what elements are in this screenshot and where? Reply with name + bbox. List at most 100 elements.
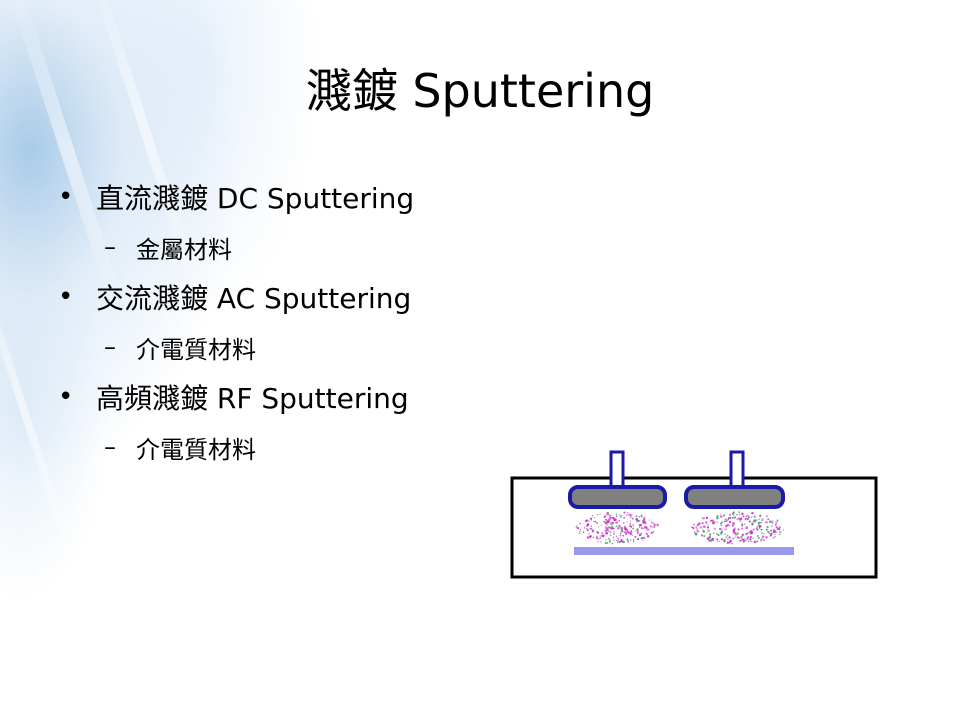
- particle: [740, 539, 742, 542]
- particle: [604, 518, 607, 521]
- particle: [761, 531, 764, 535]
- particle: [722, 514, 726, 517]
- particle: [629, 539, 632, 541]
- particle: [599, 537, 602, 539]
- particle: [621, 528, 623, 530]
- particle: [745, 532, 748, 536]
- particle: [622, 540, 625, 544]
- particle: [731, 542, 733, 545]
- particle: [629, 520, 632, 522]
- particle: [579, 528, 582, 531]
- particle: [619, 514, 621, 516]
- particle: [701, 522, 704, 525]
- particle: [750, 529, 753, 533]
- particle: [726, 519, 728, 521]
- particle: [767, 518, 770, 521]
- particle: [750, 540, 752, 543]
- particle: [618, 541, 621, 543]
- particle: [761, 538, 763, 540]
- particle: [586, 523, 590, 527]
- particle: [615, 526, 617, 528]
- sub-bullet-marker: –: [104, 333, 116, 361]
- particle: [609, 531, 612, 534]
- particle: [769, 534, 772, 537]
- particle: [719, 514, 722, 516]
- particle: [717, 540, 719, 543]
- particle: [756, 540, 759, 543]
- particle: [632, 538, 635, 541]
- particle: [724, 520, 726, 523]
- particle: [607, 537, 610, 540]
- particle: [733, 516, 736, 519]
- particle: [731, 525, 734, 527]
- particle: [629, 524, 632, 527]
- particle: [713, 521, 716, 524]
- particle: [626, 521, 628, 523]
- particle: [619, 516, 622, 518]
- particle: [753, 515, 756, 519]
- particle: [742, 540, 745, 543]
- bullet-list: • 直流濺鍍 DC Sputtering – 金屬材料 • 交流濺鍍 AC Sp…: [58, 172, 518, 472]
- particle: [694, 531, 696, 533]
- particle: [612, 528, 615, 530]
- particle: [760, 521, 762, 524]
- particle: [632, 540, 635, 543]
- particle: [604, 526, 608, 530]
- particle: [644, 522, 647, 525]
- particle: [613, 517, 615, 519]
- particle: [729, 539, 732, 543]
- particle: [578, 532, 581, 535]
- particle: [761, 519, 763, 522]
- particle: [695, 526, 697, 529]
- particle: [742, 538, 745, 542]
- particle: [623, 516, 626, 519]
- particle: [642, 539, 644, 542]
- particle: [749, 538, 752, 541]
- sub-bullet-text: 金屬材料: [136, 235, 232, 264]
- particle: [628, 532, 630, 534]
- particle: [725, 536, 727, 538]
- particle: [635, 515, 638, 518]
- particle: [725, 528, 728, 530]
- particle: [592, 536, 595, 539]
- particle: [766, 515, 768, 517]
- particle: [692, 527, 695, 530]
- particle: [609, 516, 612, 519]
- particle: [640, 532, 643, 534]
- particle: [746, 536, 750, 539]
- particle: [703, 517, 705, 520]
- particle: [770, 529, 773, 532]
- particle: [750, 516, 753, 518]
- particle: [611, 521, 614, 525]
- particle: [643, 516, 646, 519]
- particle: [627, 514, 629, 516]
- particle: [716, 521, 719, 523]
- particle: [622, 527, 624, 529]
- particle: [771, 523, 773, 525]
- particle: [716, 515, 719, 518]
- particle: [652, 522, 655, 525]
- particle: [728, 513, 732, 516]
- particle: [702, 525, 705, 528]
- particle: [582, 531, 585, 533]
- particle: [699, 526, 702, 529]
- particle: [740, 536, 742, 538]
- particle: [705, 516, 709, 520]
- particle: [720, 531, 723, 533]
- particle: [620, 539, 624, 542]
- particle: [592, 528, 594, 531]
- particle: [642, 518, 645, 521]
- particle: [696, 528, 698, 530]
- particle: [583, 527, 586, 529]
- particle: [710, 539, 713, 542]
- particle: [618, 524, 621, 528]
- particle: [708, 536, 711, 539]
- particle: [745, 526, 748, 529]
- particle: [596, 514, 598, 516]
- particle: [779, 533, 781, 536]
- particle: [600, 541, 602, 543]
- particle: [576, 524, 578, 527]
- particle: [604, 515, 607, 518]
- sub-bullet-marker: –: [104, 433, 116, 461]
- particle: [747, 517, 749, 520]
